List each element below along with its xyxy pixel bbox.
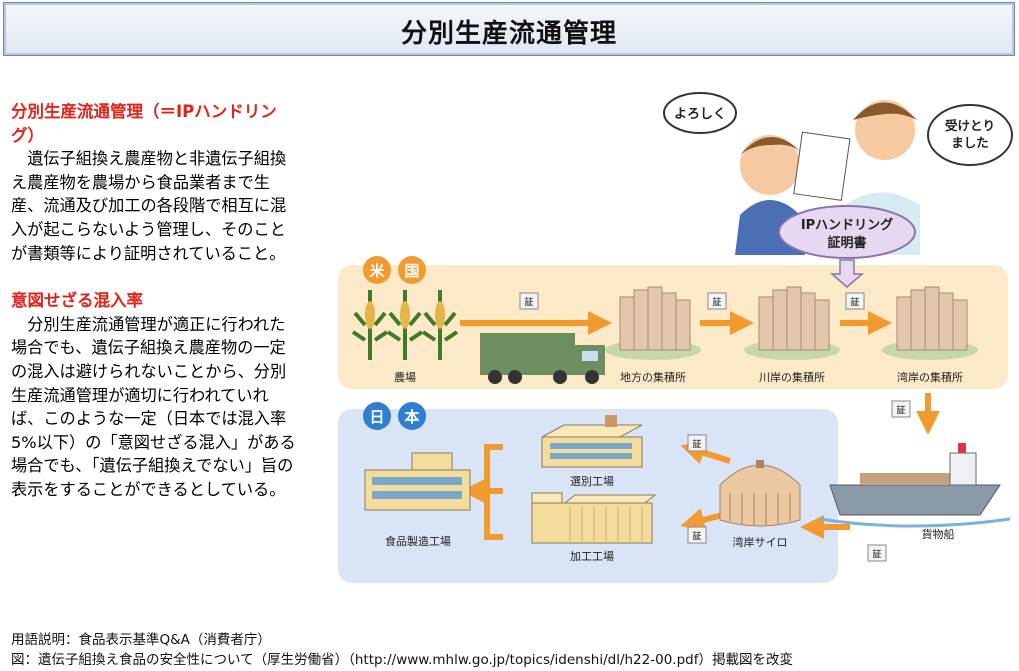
label-port: 湾岸の集積所	[897, 370, 963, 384]
storage-local-icon	[605, 286, 701, 360]
cert-mark-2: 証	[712, 296, 721, 308]
label-food-factory: 食品製造工場	[385, 534, 451, 548]
us-char-2: 国	[404, 262, 419, 280]
truck-icon	[480, 333, 605, 384]
label-ship: 貨物船	[922, 527, 955, 541]
section2-body: 分別生産流通管理が適正に行われた場合でも、遺伝子組換え農産物の一定の混入は避けら…	[11, 314, 296, 499]
title-bar: 分別生産流通管理	[3, 2, 1015, 56]
cert-mark-4: 証	[896, 404, 905, 416]
cert-mark-3: 証	[850, 296, 859, 308]
jp-char-2: 本	[404, 408, 419, 426]
section2: 意図せざる混入率 分別生産流通管理が適正に行われた場合でも、遺伝子組換え農産物の…	[11, 289, 301, 501]
ip-certificate-bubble: IPハンドリング 証明書	[778, 205, 916, 288]
us-char-1: 米	[369, 262, 385, 280]
footer-line-1: 用語説明：食品表示基準Q&A（消費者庁）	[11, 632, 271, 648]
section1-heading: 分別生産流通管理（＝IPハンドリング）	[11, 102, 277, 145]
text-column: 分別生産流通管理（＝IPハンドリング） 遺伝子組換え農産物と非遺伝子組換え農産物…	[11, 100, 301, 502]
cargo-ship-icon	[819, 443, 1011, 528]
cert-mark-7: 証	[872, 548, 881, 560]
svg-text:証明書: 証明書	[827, 235, 866, 251]
process-factory-icon	[531, 492, 657, 544]
label-process-factory: 加工工場	[570, 550, 614, 563]
jp-char-1: 日	[369, 408, 384, 426]
page-title: 分別生産流通管理	[400, 19, 617, 49]
port-silo-icon	[719, 460, 801, 527]
storage-river-icon	[744, 286, 840, 360]
label-sort-factory: 選別工場	[570, 475, 614, 488]
svg-text:受けとり: 受けとり	[945, 118, 995, 133]
us-badge: 米 国	[363, 256, 426, 284]
svg-text:IPハンドリング: IPハンドリング	[801, 217, 893, 233]
label-farm: 農場	[394, 370, 416, 384]
storage-port-icon	[882, 286, 978, 360]
section1-body: 遺伝子組換え農産物と非遺伝子組換え農産物を農場から食品業者まで生産、流通及び加工…	[11, 149, 287, 263]
footer: 用語説明：食品表示基準Q&A（消費者庁） 図：遺伝子組換え食品の安全性について（…	[11, 630, 793, 670]
speech-bubble-right: 受けとり ました	[927, 104, 1013, 166]
label-local: 地方の集積所	[620, 370, 686, 384]
sort-factory-icon	[541, 415, 643, 468]
cert-mark-6: 証	[692, 530, 701, 542]
label-river: 川岸の集積所	[759, 370, 825, 384]
svg-text:ました: ました	[951, 135, 989, 150]
label-silo: 湾岸サイロ	[733, 535, 788, 549]
footer-line-2: 図：遺伝子組換え食品の安全性について（厚生労働省）（http://www.mhl…	[11, 652, 793, 668]
section2-heading: 意図せざる混入率	[11, 291, 143, 311]
ip-handling-diagram: 米 国 日 本 よろしく 受けとり ました IPハンドリング 証明書	[338, 92, 1013, 583]
cert-mark-5: 証	[692, 438, 701, 450]
food-factory-icon	[364, 452, 471, 511]
certificate-marks: 証 証 証 証 証 証 証	[519, 292, 911, 562]
cert-mark-1: 証	[524, 296, 533, 308]
speech-bubble-left: よろしく	[663, 92, 737, 134]
corn-field-icon	[351, 290, 459, 360]
speech-left-text: よろしく	[674, 107, 726, 122]
japan-badge: 日 本	[363, 402, 426, 430]
